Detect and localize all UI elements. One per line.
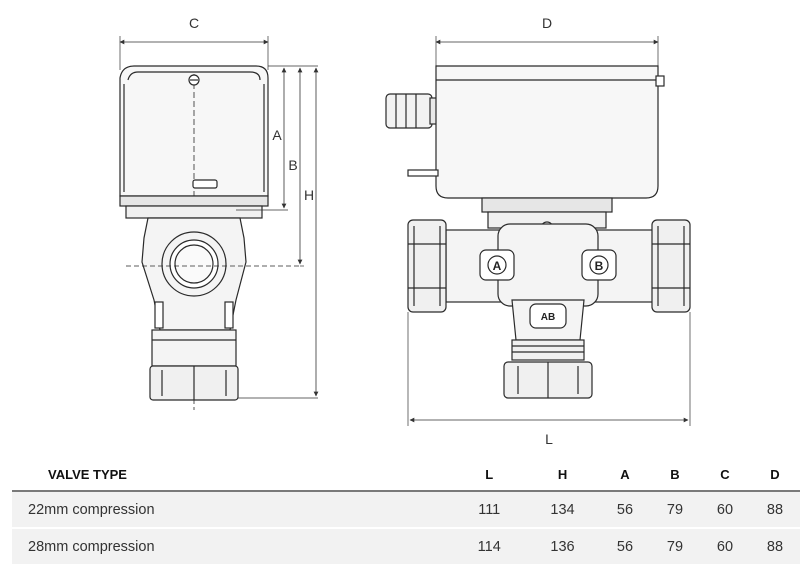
port-label-ab: AB <box>541 312 555 323</box>
front-view: D A B <box>385 15 691 447</box>
cell-b: 79 <box>649 528 700 564</box>
cell-c: 60 <box>699 528 750 564</box>
cell-valve-type: 22mm compression <box>12 491 454 529</box>
cable-gland <box>385 93 433 129</box>
dim-label-b: B <box>288 157 297 173</box>
table-row: 22mm compression 111 134 56 79 60 88 <box>12 491 800 529</box>
header-d: D <box>749 458 800 492</box>
cell-d: 88 <box>749 528 800 564</box>
actuator-housing-front <box>435 65 659 199</box>
header-l: L <box>453 458 526 492</box>
cell-valve-type: 28mm compression <box>12 528 454 564</box>
cell-l: 114 <box>453 528 526 564</box>
dim-label-l: L <box>545 431 553 447</box>
port-boss-ab <box>529 303 567 329</box>
header-b: B <box>649 458 700 492</box>
port-label-a: A <box>493 259 502 273</box>
dim-label-c: C <box>189 15 199 31</box>
dim-label-d: D <box>542 15 552 31</box>
cell-h: 136 <box>525 528 600 564</box>
header-h: H <box>525 458 600 492</box>
header-a: A <box>600 458 650 492</box>
valve-dimension-drawing: C A B H <box>119 15 691 447</box>
table-header-row: VALVE TYPE L H A B C D <box>12 458 800 492</box>
cell-l: 111 <box>453 491 526 529</box>
cell-d: 88 <box>749 491 800 529</box>
compression-nut-right <box>651 219 691 313</box>
dim-label-a: A <box>272 127 282 143</box>
dimensions-table: VALVE TYPE L H A B C D 22mm compression … <box>12 458 800 564</box>
side-view: C A B H <box>119 15 319 410</box>
cell-b: 79 <box>649 491 700 529</box>
cell-a: 56 <box>600 491 650 529</box>
table-row: 28mm compression 114 136 56 79 60 88 <box>12 528 800 564</box>
cell-a: 56 <box>600 528 650 564</box>
compression-nut-left <box>407 219 447 313</box>
cell-c: 60 <box>699 491 750 529</box>
header-valve-type: VALVE TYPE <box>12 458 454 492</box>
cell-h: 134 <box>525 491 600 529</box>
header-c: C <box>699 458 750 492</box>
port-label-b: B <box>595 259 604 273</box>
dim-label-h: H <box>304 187 314 203</box>
